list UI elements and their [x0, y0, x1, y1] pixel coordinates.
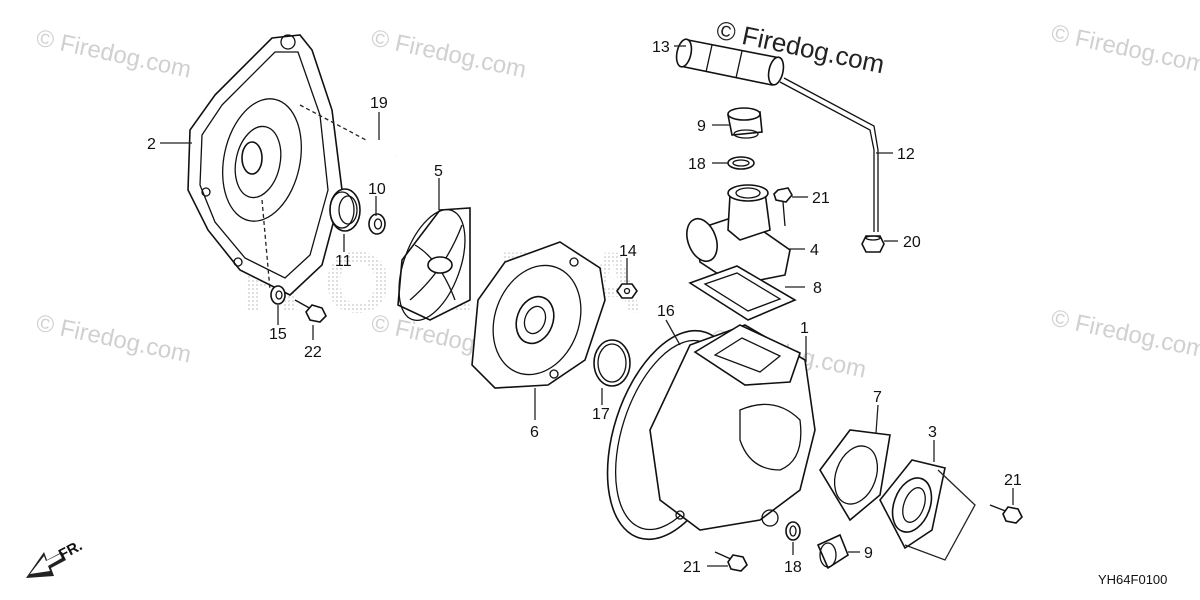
stud-19: [299, 104, 397, 158]
callout-9-top: 9: [697, 118, 706, 135]
impeller-5: [397, 207, 471, 321]
watermark-faint: © Firedog.com: [34, 309, 194, 368]
gasket-7: [819, 429, 891, 522]
flange-3: [879, 459, 946, 550]
plug-9-top: [727, 107, 763, 139]
callout-20: 20: [903, 234, 921, 251]
side-cover: [187, 34, 343, 296]
plug-9-bottom: [816, 533, 849, 570]
callout-11: 11: [335, 253, 352, 270]
callout-8: 8: [813, 280, 822, 297]
callout-3: 3: [928, 424, 937, 441]
bolt-21-top: [773, 187, 793, 227]
nut-20: [861, 235, 885, 253]
callout-18-top: 18: [688, 156, 706, 173]
callout-2: 2: [147, 136, 156, 153]
washer-18-top: [727, 156, 755, 170]
watermark-faint: © Firedog.com: [369, 24, 529, 83]
callout-9-bottom: 9: [864, 545, 873, 562]
gasket-8: [688, 265, 797, 321]
diagram-code: YH64F0100: [1098, 572, 1167, 587]
callout-14: 14: [619, 243, 637, 260]
o-ring-17: [593, 339, 631, 387]
pump-casing-1: [606, 324, 816, 541]
callout-15: 15: [269, 326, 287, 343]
callout-13: 13: [652, 39, 670, 56]
rod-12: [779, 77, 879, 232]
hose-13: [675, 38, 785, 86]
washer-18-bottom: [785, 521, 801, 541]
seal-11: [329, 188, 361, 232]
watermark-faint: © Firedog.com: [1049, 19, 1200, 78]
callout-19: 19: [370, 95, 388, 112]
front-direction-arrow: FR.: [26, 537, 85, 578]
washer-10: [368, 213, 386, 235]
callout-labels: 1 2 3 4 5 6 7 8 9 9 10 11 12 13 14 15 16…: [147, 39, 1022, 576]
callout-18-bottom: 18: [784, 559, 802, 576]
callout-22: 22: [304, 344, 322, 361]
leader-lines: [160, 45, 1014, 567]
watermark-faint: © Firedog.com: [34, 24, 194, 83]
watermark-faint: © Firedog.com: [1049, 304, 1200, 363]
callout-4: 4: [810, 242, 819, 259]
callout-17: 17: [592, 406, 610, 423]
callout-10: 10: [368, 181, 386, 198]
callout-12: 12: [897, 146, 915, 163]
callout-21-right: 21: [1004, 472, 1022, 489]
callout-16: 16: [657, 303, 675, 320]
bolt-21-right: [989, 504, 1023, 524]
callout-7: 7: [873, 389, 882, 406]
callout-21-bottom: 21: [683, 559, 701, 576]
nut-14: [616, 283, 638, 299]
bolt-22: [294, 299, 327, 323]
bolt-21-bottom: [714, 551, 748, 572]
callout-1: 1: [800, 320, 809, 337]
discharge-elbow-4: [686, 184, 791, 286]
volute-case-6: [471, 241, 606, 389]
callout-21-top: 21: [812, 190, 830, 207]
callout-5: 5: [434, 163, 443, 180]
callout-6: 6: [530, 424, 539, 441]
washer-15: [270, 285, 286, 305]
